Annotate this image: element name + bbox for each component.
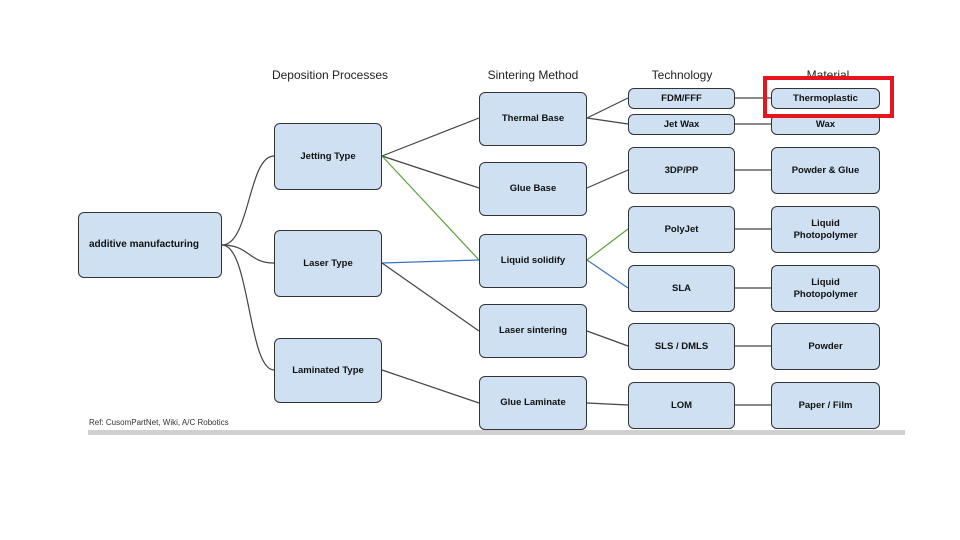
node-powder: Powder bbox=[771, 323, 880, 370]
node-laminated-type: Laminated Type bbox=[274, 338, 382, 403]
node-sls-dmls: SLS / DMLS bbox=[628, 323, 735, 370]
node-liquid-photopolymer: Liquid Photopolymer bbox=[771, 265, 880, 312]
node-fdm-fff: FDM/FFF bbox=[628, 88, 735, 109]
node-polyjet: PolyJet bbox=[628, 206, 735, 253]
node-additive-manufacturing: additive manufacturing bbox=[78, 212, 222, 278]
node-laser-sintering: Laser sintering bbox=[479, 304, 587, 358]
header-technology: Technology bbox=[651, 68, 713, 82]
node-lom: LOM bbox=[628, 382, 735, 429]
node-jet-wax: Jet Wax bbox=[628, 114, 735, 135]
node-glue-base: Glue Base bbox=[479, 162, 587, 216]
node-thermoplastic: Thermoplastic bbox=[771, 88, 880, 109]
node-liquid-solidify: Liquid solidify bbox=[479, 234, 587, 288]
node-sla: SLA bbox=[628, 265, 735, 312]
highlight-box bbox=[763, 76, 894, 118]
reference-note: Ref: CusomPartNet, Wiki, A/C Robotics bbox=[89, 418, 229, 427]
node-3dp-pp: 3DP/PP bbox=[628, 147, 735, 194]
node-glue-laminate: Glue Laminate bbox=[479, 376, 587, 430]
node-powder-glue: Powder & Glue bbox=[771, 147, 880, 194]
header-deposition-processes: Deposition Processes bbox=[271, 68, 389, 82]
node-paper-film: Paper / Film bbox=[771, 382, 880, 429]
node-liquid-photopolymer: Liquid Photopolymer bbox=[771, 206, 880, 253]
header-sintering-method: Sintering Method bbox=[487, 68, 579, 82]
node-laser-type: Laser Type bbox=[274, 230, 382, 297]
divider bbox=[88, 430, 905, 435]
node-thermal-base: Thermal Base bbox=[479, 92, 587, 146]
node-jetting-type: Jetting Type bbox=[274, 123, 382, 190]
